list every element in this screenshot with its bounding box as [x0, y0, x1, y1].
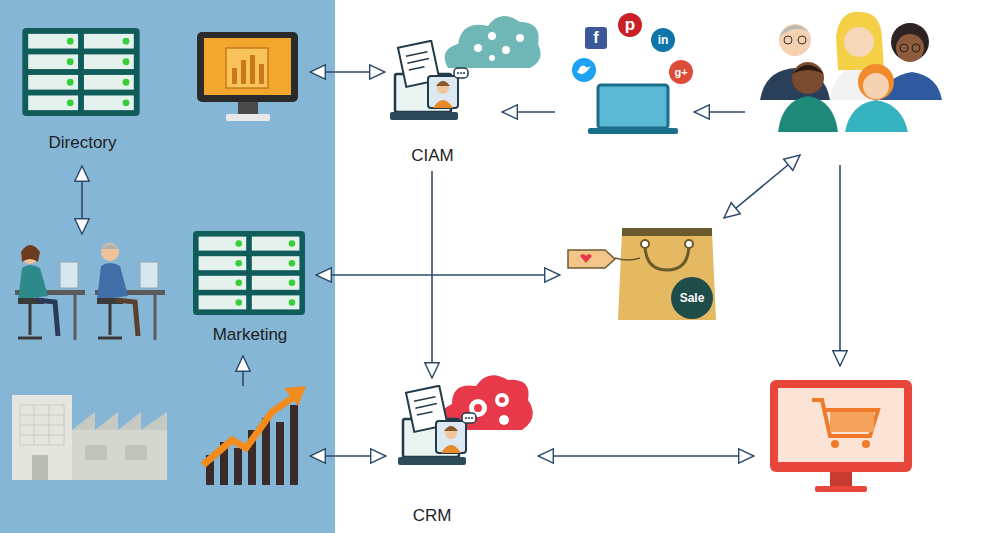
- flow-arrow: [316, 274, 560, 276]
- sale-bag: Sale: [562, 225, 718, 325]
- social-icon-letter: g+: [674, 67, 687, 78]
- ciam-system: CIAM: [381, 40, 484, 168]
- directory-server: Directory: [26, 25, 139, 155]
- node-label: Sale: [680, 288, 705, 308]
- node-label: Directory: [26, 133, 139, 153]
- node-label: CRM: [383, 506, 481, 526]
- marketing-server: Marketing: [186, 225, 314, 347]
- social-icon-letter: in: [658, 34, 669, 46]
- social-icon-letter: p: [625, 16, 635, 33]
- social-icon-letter: f: [593, 30, 598, 46]
- node-label: Marketing: [186, 325, 314, 345]
- crm-system: CRM: [383, 380, 481, 528]
- node-label: CIAM: [381, 146, 484, 166]
